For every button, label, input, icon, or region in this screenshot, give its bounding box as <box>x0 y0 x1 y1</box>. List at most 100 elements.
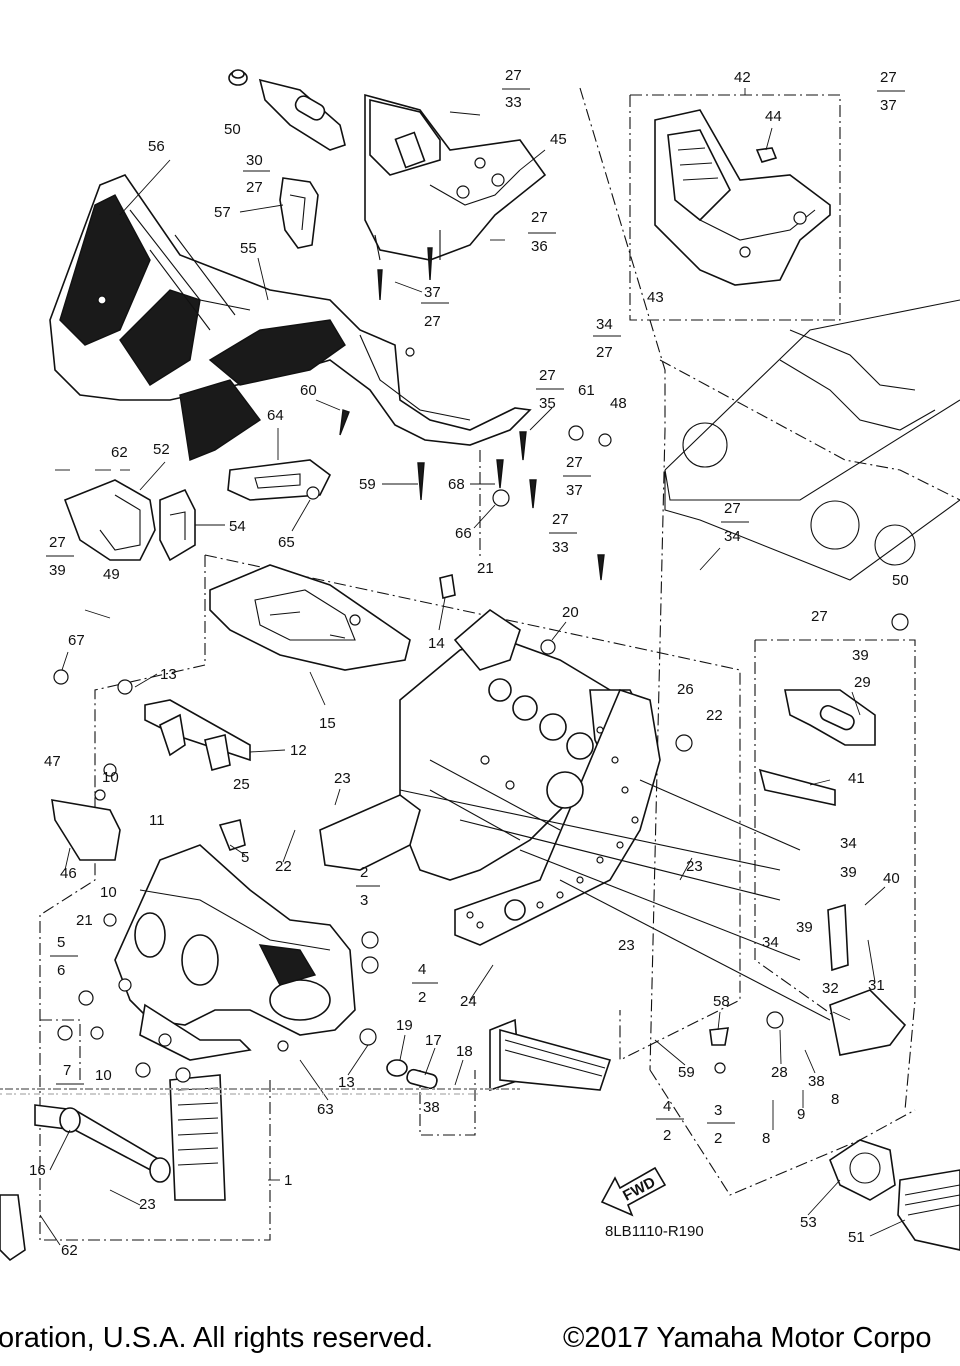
callout: 22 <box>706 707 723 724</box>
bracket-57 <box>279 177 319 249</box>
callout: 20 <box>562 604 579 621</box>
scan-band <box>0 1088 520 1095</box>
callout: 2 <box>663 1127 671 1144</box>
callout: 8 <box>831 1091 839 1108</box>
left-brackets <box>63 459 332 562</box>
callout: 6 <box>57 962 65 979</box>
callout: 56 <box>148 138 165 155</box>
callout: 64 <box>267 407 284 424</box>
callout: 38 <box>808 1073 825 1090</box>
callout: 23 <box>618 937 635 954</box>
callout: 39 <box>796 919 813 936</box>
callout: 27 <box>724 500 741 517</box>
callout: 34 <box>596 316 613 333</box>
fasteners <box>53 247 909 1083</box>
callout: 4 <box>418 961 426 978</box>
callout: 49 <box>103 566 120 583</box>
callout: 29 <box>854 674 871 691</box>
callout: 43 <box>647 289 664 306</box>
callout: 55 <box>240 240 257 257</box>
callout: 50 <box>224 121 241 138</box>
misc-brackets <box>51 689 960 1251</box>
callout: 46 <box>60 865 77 882</box>
copyright-text-left: oration, U.S.A. All rights reserved. <box>0 1322 434 1354</box>
callout: 30 <box>246 152 263 169</box>
callout: 27 <box>552 511 569 528</box>
callout: 27 <box>596 344 613 361</box>
callout: 36 <box>531 238 548 255</box>
front-suspension-frame <box>114 844 356 1061</box>
callout: 51 <box>848 1229 865 1246</box>
callout: 1 <box>284 1172 292 1189</box>
callout: 50 <box>892 572 909 589</box>
callout: 23 <box>139 1196 156 1213</box>
callout: 24 <box>460 993 477 1010</box>
callout: 48 <box>610 395 627 412</box>
callout: 62 <box>61 1242 78 1259</box>
callout: 3 <box>360 892 368 909</box>
callout: 39 <box>852 647 869 664</box>
callout: 61 <box>578 382 595 399</box>
callout: 67 <box>68 632 85 649</box>
callout: 63 <box>317 1101 334 1118</box>
callout: 25 <box>233 776 250 793</box>
callout: 45 <box>550 131 567 148</box>
steering-box <box>364 93 547 261</box>
callout: 53 <box>800 1214 817 1231</box>
callout: 2 <box>714 1130 722 1147</box>
callout: 27 <box>811 608 828 625</box>
callout: 27 <box>880 69 897 86</box>
assembly-boundaries <box>39 87 960 1241</box>
callout: 14 <box>428 635 445 652</box>
long-rods <box>399 779 831 1021</box>
callout: 37 <box>566 482 583 499</box>
callout: 31 <box>868 977 885 994</box>
callout: 16 <box>29 1162 46 1179</box>
callout: 23 <box>686 858 703 875</box>
callout: 34 <box>840 835 857 852</box>
callout: 2 <box>418 989 426 1006</box>
callout: 5 <box>241 849 249 866</box>
callout: 21 <box>76 912 93 929</box>
callout: 5 <box>57 934 65 951</box>
callout: 7 <box>63 1062 71 1079</box>
callout: 28 <box>771 1064 788 1081</box>
callout: 52 <box>153 441 170 458</box>
callout: 35 <box>539 395 556 412</box>
chassis-side-panel <box>664 299 960 581</box>
callout: 27 <box>566 454 583 471</box>
callout: 60 <box>300 382 317 399</box>
callout: 2 <box>360 864 368 881</box>
callout: 4 <box>663 1098 671 1115</box>
frame-tray <box>209 564 411 671</box>
callout: 54 <box>229 518 246 535</box>
callout: 33 <box>505 94 522 111</box>
callout: 13 <box>160 666 177 683</box>
callout: 22 <box>275 858 292 875</box>
handlebar-bracket <box>654 109 831 286</box>
callout: 21 <box>477 560 494 577</box>
callout: 58 <box>713 993 730 1010</box>
callout: 34 <box>724 528 741 545</box>
top-bracket <box>228 69 346 151</box>
right-side-plate <box>454 689 661 946</box>
callout: 32 <box>822 980 839 997</box>
copyright-text-right: ©2017 Yamaha Motor Corpo <box>563 1322 932 1354</box>
callout: 10 <box>95 1067 112 1084</box>
lower-parts <box>0 1018 612 1262</box>
callout: 59 <box>678 1064 695 1081</box>
fwd-arrow-icon: FWD <box>600 1166 667 1217</box>
upper-arm-12 <box>117 679 251 771</box>
callout: 26 <box>677 681 694 698</box>
callout: 13 <box>338 1074 355 1091</box>
callout: 39 <box>840 864 857 881</box>
callout: 47 <box>44 753 61 770</box>
callout: 10 <box>102 769 119 786</box>
headlight-housing <box>49 174 532 461</box>
callout: 68 <box>448 476 465 493</box>
callout: 40 <box>883 870 900 887</box>
callout: 42 <box>734 69 751 86</box>
callout: 66 <box>455 525 472 542</box>
callout: 27 <box>505 67 522 84</box>
